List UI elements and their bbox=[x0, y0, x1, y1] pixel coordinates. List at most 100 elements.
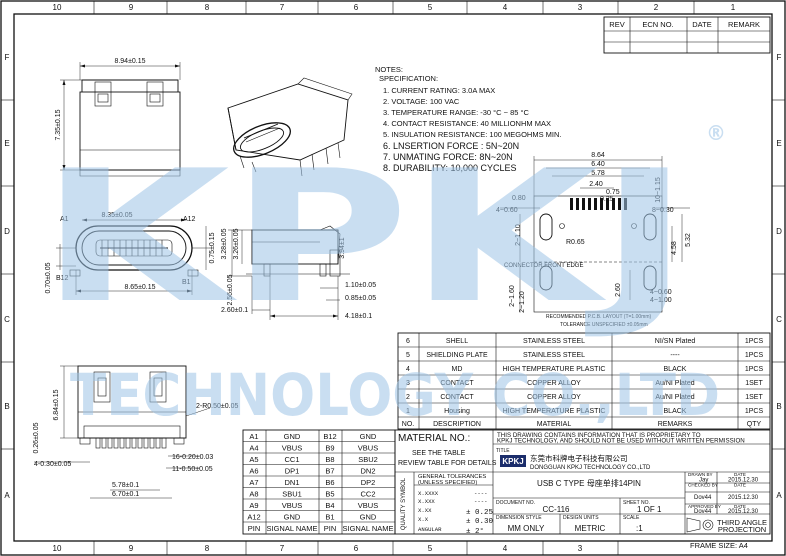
pin-signal: DP2 bbox=[361, 478, 376, 487]
pin-id: B4 bbox=[325, 501, 334, 510]
bom-row: 2 CONTACT COPPER ALLOY Au/NI Plated 1SET bbox=[406, 394, 763, 401]
pin-row: A6 DP1 B7 DN2 bbox=[249, 467, 375, 476]
bom-material: HIGH TEMPERATURE PLASTIC bbox=[503, 366, 606, 373]
spec-item: 3. TEMPERATURE RANGE: -30 °C ~ 85 °C bbox=[383, 108, 530, 117]
pin-id: B9 bbox=[325, 444, 334, 453]
col-label: 10 bbox=[53, 544, 62, 553]
tol-value: ---- bbox=[474, 498, 487, 505]
date-label: DATE bbox=[734, 472, 746, 477]
col-label: 1 bbox=[731, 3, 736, 12]
dim-bot-16: 16-0.20±0.03 bbox=[172, 454, 213, 461]
col-label: 2 bbox=[654, 3, 659, 12]
company-name-en: DONGGUAN KPKJ TECHNOLOGY CO.,LTD bbox=[530, 465, 651, 471]
unless-specified: (UNLESS SPECIFIED) bbox=[418, 480, 477, 486]
fp-4100: 4~1.00 bbox=[650, 297, 672, 304]
revision-table: REV ECN NO. DATE REMARK bbox=[603, 16, 771, 54]
dim-326: 3.26±0.05 bbox=[233, 228, 240, 259]
tol-key: X.X bbox=[418, 516, 429, 523]
pin-id: B6 bbox=[325, 478, 334, 487]
dim-256: 2.56±0.05 bbox=[227, 274, 234, 305]
spec-item: 7. UNMATING FORCE: 8N~20N bbox=[383, 152, 513, 162]
bom-qty: 1SET bbox=[745, 394, 763, 401]
pin-a1-label: A1 bbox=[60, 216, 69, 223]
fp-r065: R0.65 bbox=[566, 239, 585, 246]
spec-item: 5. INSULATION RESISTANCE: 100 MEGOHMS MI… bbox=[383, 130, 562, 139]
bom-header-remarks: REMARKS bbox=[658, 421, 693, 428]
dim-bot-11: 11-0.50±0.05 bbox=[172, 466, 213, 473]
fp-080: 0.80 bbox=[512, 195, 526, 202]
bom-remarks: BLACK bbox=[664, 366, 687, 373]
bom-header-desc: DESCRIPTION bbox=[433, 421, 481, 428]
bom-table: 6 SHELL STAINLESS STEEL NI/SN Plated 1PC… bbox=[397, 332, 771, 430]
fp-640: 6.40 bbox=[591, 161, 605, 168]
company-logo bbox=[500, 455, 526, 467]
remark-header: REMARK bbox=[728, 20, 760, 29]
fp-075: 0.75 bbox=[606, 189, 620, 196]
tol-value: ± 2° bbox=[466, 527, 484, 536]
watermark-technology: TECHNOLOGY CO.,LTD bbox=[70, 361, 720, 429]
bom-qty: 1SET bbox=[745, 380, 763, 387]
spec-title: SPECIFICATION: bbox=[379, 74, 438, 83]
bom-remarks: Au/NI Plated bbox=[655, 380, 694, 387]
top-view: 8.94±0.15 7.35±0.15 bbox=[55, 58, 181, 177]
pin-signal: GND bbox=[360, 432, 377, 441]
fp-260: 2.60 bbox=[615, 283, 622, 297]
dim-075: 0.75±0.15 bbox=[209, 232, 216, 263]
pin-row: A7 DN1 B6 DP2 bbox=[249, 478, 375, 487]
row-label: B bbox=[4, 402, 9, 411]
pin-signal: VBUS bbox=[282, 501, 302, 510]
tol-key: X.XX bbox=[418, 507, 432, 514]
pin-id: B12 bbox=[323, 432, 336, 441]
row-label: B bbox=[776, 402, 781, 411]
bom-row: 3 CONTACT COPPER ALLOY Au/NI Plated 1SET bbox=[406, 380, 763, 387]
dim-085: 0.85±0.05 bbox=[345, 295, 376, 302]
pin-row: A8 SBU1 B5 CC2 bbox=[249, 490, 375, 499]
bom-desc: Housing bbox=[444, 408, 470, 415]
dim-top-height: 7.35±0.15 bbox=[55, 109, 62, 140]
company-name-cn: 东莞市科牌电子科技有限公司 bbox=[530, 453, 628, 463]
col-label: 9 bbox=[129, 3, 134, 12]
col-label: 4 bbox=[503, 3, 508, 12]
pin-signal: DN1 bbox=[284, 478, 299, 487]
bom-qty: 1PCS bbox=[745, 408, 764, 415]
isometric-view bbox=[227, 77, 353, 177]
pin-id: A6 bbox=[249, 467, 258, 476]
notes-block: NOTES: SPECIFICATION: 1. CURRENT RATING:… bbox=[375, 65, 562, 173]
col-label: 9 bbox=[129, 544, 134, 553]
dim-260: 2.60±0.1 bbox=[221, 307, 248, 314]
material-no-label: MATERIAL NO.: bbox=[398, 433, 470, 444]
pin-id: A7 bbox=[249, 478, 258, 487]
dim-418: 4.18±0.1 bbox=[345, 313, 372, 320]
bom-remarks: ---- bbox=[670, 352, 680, 359]
pin-signal: CC1 bbox=[284, 455, 299, 464]
pin-signal: VBUS bbox=[358, 501, 378, 510]
pin-b1-label: B1 bbox=[182, 279, 191, 286]
bom-remarks: NI/SN Plated bbox=[655, 338, 696, 345]
pin-id: A12 bbox=[247, 513, 260, 522]
company-logo-text: KPKJ bbox=[502, 457, 523, 466]
tol-value: ± 0.30 bbox=[466, 518, 494, 526]
bom-desc: CONTACT bbox=[440, 380, 474, 387]
pin-id: A9 bbox=[249, 501, 258, 510]
fp-tolerance: TOLERANCE UNSPECIFIED ±0.05mm bbox=[560, 322, 648, 328]
spec-item: 6. LNSERTION FORCE : 5N~20N bbox=[383, 141, 519, 151]
row-label: F bbox=[5, 53, 10, 62]
frame-size: FRAME SIZE: A4 bbox=[690, 541, 748, 550]
fp-4060: 4~0.60 bbox=[496, 207, 518, 214]
row-label: C bbox=[4, 315, 10, 324]
rev-header: REV bbox=[609, 20, 624, 29]
title-block: MATERIAL NO.: SEE THE TABLE REVIEW TABLE… bbox=[394, 429, 771, 550]
dim-394: 3.94±1 bbox=[339, 237, 346, 258]
bom-no: 4 bbox=[406, 366, 410, 373]
bom-desc: MD bbox=[452, 366, 463, 373]
dim-bot-670: 6.70±0.1 bbox=[112, 491, 139, 498]
pin-row: A1 GND B12 GND bbox=[249, 432, 377, 441]
col-label: 6 bbox=[354, 544, 359, 553]
pin-b12-label: B12 bbox=[56, 275, 69, 282]
bottom-view: 6.84±0.15 0.26±0.05 2-R0.50±0.05 4-0.30±… bbox=[33, 365, 238, 499]
pin-header: PIN bbox=[248, 524, 261, 533]
pin-header: PIN bbox=[324, 524, 337, 533]
pin-id: A8 bbox=[249, 490, 258, 499]
pin-id: B1 bbox=[325, 513, 334, 522]
spec-item: 8. DURABILITY: 10,000 CYCLES bbox=[383, 163, 517, 173]
